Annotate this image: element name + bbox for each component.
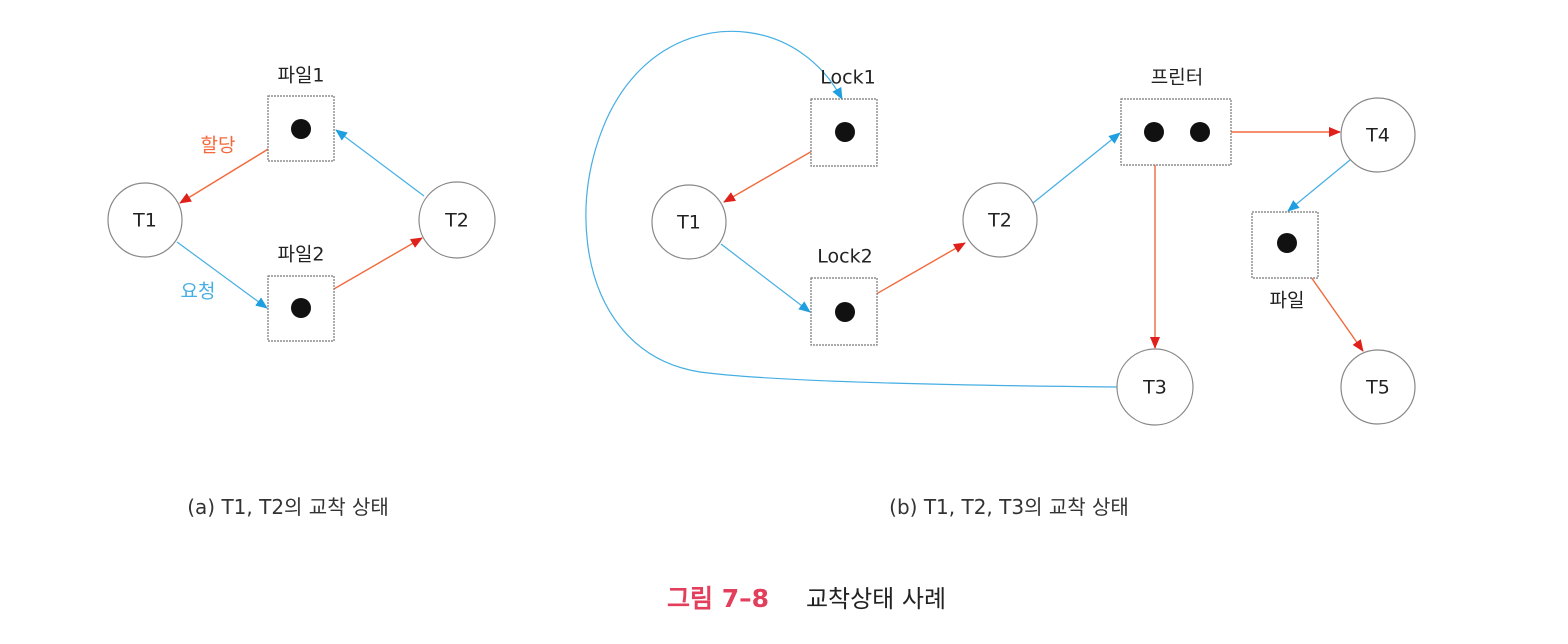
process-label: T1 xyxy=(132,210,157,232)
resource-instance xyxy=(1190,122,1210,142)
panel-b: Lock1 Lock2 프린터 파일 T1 T2 T3 T4 T5 (b) T1… xyxy=(585,30,1416,519)
process-t2 xyxy=(418,181,496,259)
legend-allocation: 할당 xyxy=(201,135,236,157)
resource-printer xyxy=(1120,98,1232,166)
edge-t2-to-file1 xyxy=(335,129,425,197)
resource-label: 파일1 xyxy=(277,65,324,87)
resource-instance xyxy=(1144,122,1164,142)
figure-title: 교착상태 사례 xyxy=(806,585,946,613)
resource-instance xyxy=(835,122,855,142)
process-label: T3 xyxy=(1142,377,1167,399)
caption-b: (b) T1, T2, T3의 교착 상태 xyxy=(889,495,1129,519)
resource-instance xyxy=(291,119,311,139)
process-label: T4 xyxy=(1365,125,1390,147)
resource-label: 파일 xyxy=(1270,290,1305,312)
resource-label: Lock1 xyxy=(820,67,875,89)
process-t3 xyxy=(1116,348,1194,426)
caption-a: (a) T1, T2의 교착 상태 xyxy=(187,495,389,519)
process-t1 xyxy=(651,184,727,260)
process-t5 xyxy=(1340,349,1416,425)
process-label: T5 xyxy=(1365,377,1390,399)
edge-t1-to-file2 xyxy=(176,241,268,309)
process-label: T1 xyxy=(676,212,701,234)
edge-t3-to-lock1 xyxy=(585,30,1118,388)
process-t4 xyxy=(1340,97,1416,173)
legend-request: 요청 xyxy=(181,281,216,303)
resource-instance xyxy=(1277,233,1297,253)
resource-label: 파일2 xyxy=(277,244,324,266)
process-label: T2 xyxy=(987,210,1012,232)
process-t2 xyxy=(962,182,1038,258)
panel-a: 파일1 파일2 T1 T2 할당 요청 (a) T1, T2의 교착 상태 xyxy=(107,65,496,519)
resource-label: Lock2 xyxy=(817,246,872,268)
resource-instance xyxy=(291,298,311,318)
edge-t4-to-file xyxy=(1287,159,1351,212)
process-label: T2 xyxy=(444,210,469,232)
resource-label: 프린터 xyxy=(1151,67,1203,89)
edge-t1-to-lock2 xyxy=(720,243,811,313)
figure-number: 그림 7–8 xyxy=(667,584,769,613)
process-t1 xyxy=(107,182,183,258)
edge-t2-to-printer xyxy=(1032,132,1121,204)
resource-instance xyxy=(835,302,855,322)
